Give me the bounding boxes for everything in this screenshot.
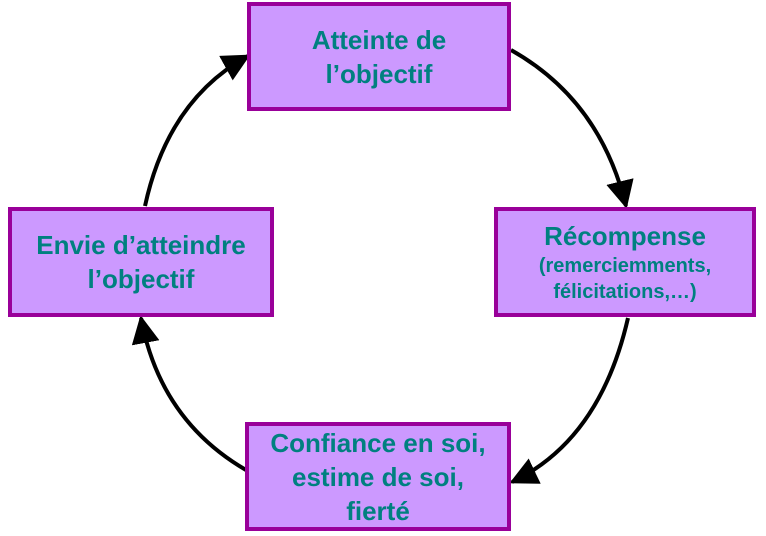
node-atteinte-objectif: Atteinte de l’objectif (247, 2, 511, 111)
node-recompense: Récompense (remerciemments, félicitation… (494, 207, 756, 317)
node-text-line: l’objectif (87, 264, 195, 294)
node-envie-atteindre: Envie d’atteindre l’objectif (8, 207, 274, 317)
node-text-line: l’objectif (325, 58, 433, 89)
node-text-line: Envie d’atteindre (36, 230, 246, 260)
node-title: Récompense (544, 221, 706, 251)
node-confiance-en-soi: Confiance en soi, estime de soi, fierté (245, 422, 511, 531)
arrow-bottom-to-left (131, 315, 248, 472)
arrow-top-to-right (510, 48, 634, 209)
node-text-line: fierté (346, 495, 410, 526)
node-text-line: Confiance en soi, (270, 427, 486, 458)
node-subtext-line: (remerciemments, (538, 255, 712, 277)
node-text-line: estime de soi, (292, 461, 464, 492)
node-subtext-line: félicitations,…) (553, 281, 697, 303)
arrow-left-to-top (143, 54, 251, 207)
arrow-right-to-bottom (509, 317, 630, 484)
node-text-line: Atteinte de (311, 24, 447, 55)
